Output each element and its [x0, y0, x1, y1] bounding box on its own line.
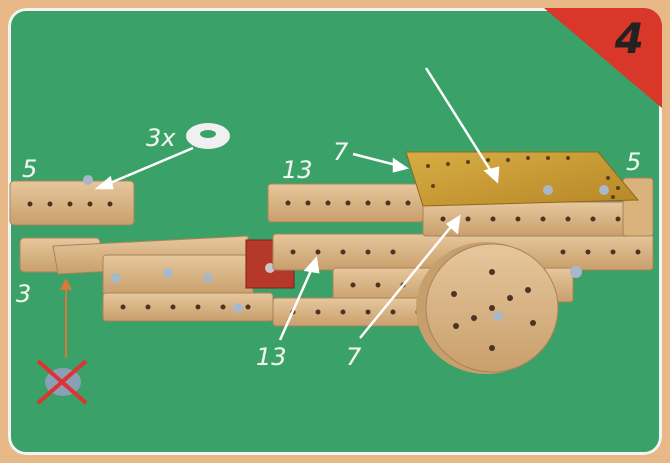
part-label-13-top: 13 [282, 156, 313, 184]
part-label-7-top: 7 [333, 138, 348, 166]
part-label-5-left: 5 [22, 155, 37, 183]
bar-13-top [268, 184, 423, 222]
orange-up-arrow [60, 278, 72, 358]
part-label-13-bottom: 13 [256, 343, 287, 371]
washer-quantity-label: 3x [146, 124, 175, 152]
instruction-panel: 4 [8, 8, 662, 455]
part-label-5-right: 5 [626, 148, 641, 176]
assembly-illustration [8, 8, 662, 455]
part-label-3: 3 [16, 280, 31, 308]
crossed-out-tool-icon [38, 361, 86, 403]
wheel [416, 242, 558, 374]
yellow-plate [406, 152, 638, 206]
part-label-7-bottom: 7 [346, 343, 361, 371]
washer-icon [186, 123, 230, 149]
